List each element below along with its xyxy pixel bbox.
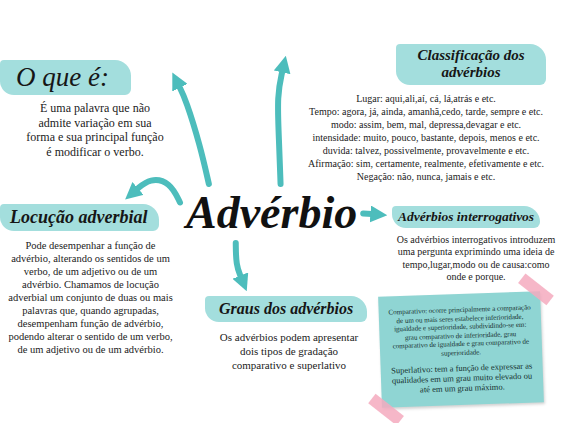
tape-strip xyxy=(518,274,554,306)
classification-line: Negação: não, nunca, jamais e etc. xyxy=(290,170,562,183)
section-heading: Locução adverbial xyxy=(0,204,159,231)
body-text: Os advérbios podem apresentar dois tipos… xyxy=(214,330,364,372)
section-heading: Graus dos advérbios xyxy=(205,296,367,322)
section-heading: Advérbios interrogativos xyxy=(392,206,540,228)
topic-section: Locução adverbialPode desempenhar a funç… xyxy=(0,204,178,356)
section-heading: O que é: xyxy=(0,60,131,95)
body-text: Pode desempenhar a função de advérbio, a… xyxy=(8,239,173,356)
topic-section: O que é: É uma palavra que não admite var… xyxy=(0,60,168,159)
topic-section: Advérbios interrogativos Os advérbios int… xyxy=(392,206,560,284)
central-title: Advérbio xyxy=(182,186,361,241)
note-text: Comparativo: ocorre principalmente a com… xyxy=(388,304,534,361)
arrow-connector xyxy=(137,180,180,202)
arrow-connector xyxy=(278,71,282,184)
arrow-connector xyxy=(179,86,209,184)
section-heading: Classificação dos advérbios xyxy=(396,44,546,85)
tape-strip xyxy=(368,393,404,423)
arrow-connector xyxy=(363,210,372,217)
sticky-note: Comparativo: ocorre principalmente a com… xyxy=(378,291,544,407)
body-text: Os advérbios interrogativos introduzem u… xyxy=(392,234,560,284)
body-text: É uma palavra que não admite variação em… xyxy=(26,101,164,159)
classification-line: intensidade: muito, pouco, bastante, dep… xyxy=(290,131,562,144)
classification-line: Lugar: aqui,ali,aí, cá, lá,atrás e etc. xyxy=(290,92,562,105)
classification-line: modo: assim, bem, mal, depressa,devagar … xyxy=(290,118,562,131)
note-text: Superlativo: tem a função de expressar a… xyxy=(390,360,535,395)
classification-line: duvida: talvez, possivelmente, provavelm… xyxy=(290,144,562,157)
topic-section: Graus dos advérbios Os advérbios podem ap… xyxy=(205,296,373,372)
central-topic: Advérbio xyxy=(182,186,361,241)
classification-line: Afirmação: sim, certamente, realmente, e… xyxy=(290,157,562,170)
arrow-connector xyxy=(236,243,241,277)
topic-section: Classificação dos advérbiosLugar: aqui,a… xyxy=(290,44,562,183)
classification-line: Tempo: agora, já, ainda, amanhã,cedo, ta… xyxy=(290,105,562,118)
